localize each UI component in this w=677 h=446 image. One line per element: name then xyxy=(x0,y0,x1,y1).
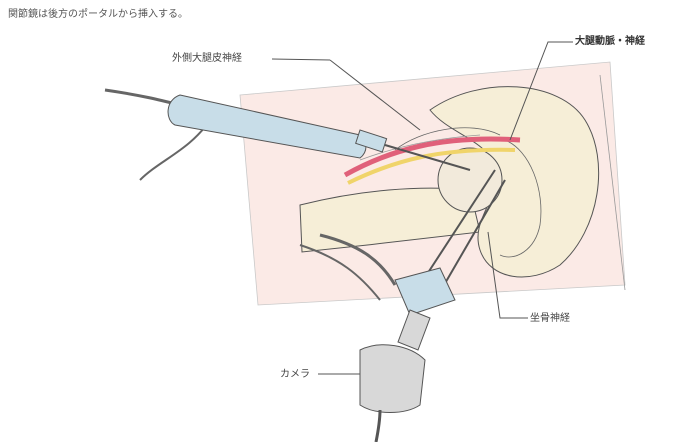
camera-cable xyxy=(376,410,380,442)
camera-body xyxy=(360,345,425,413)
figure-caption: 関節鏡は後方のポータルから挿入する。 xyxy=(8,9,188,21)
camera-neck xyxy=(398,310,430,350)
label-lateral-femoral-cutaneous-nerve: 外側大腿皮神経 xyxy=(172,53,242,65)
label-camera: カメラ xyxy=(280,369,310,381)
leader-lfcn xyxy=(272,59,330,60)
shaver-cable xyxy=(105,90,180,105)
label-femoral-artery-nerve: 大腿動脈・神経 xyxy=(575,36,645,48)
label-sciatic-nerve: 坐骨神経 xyxy=(530,313,570,325)
